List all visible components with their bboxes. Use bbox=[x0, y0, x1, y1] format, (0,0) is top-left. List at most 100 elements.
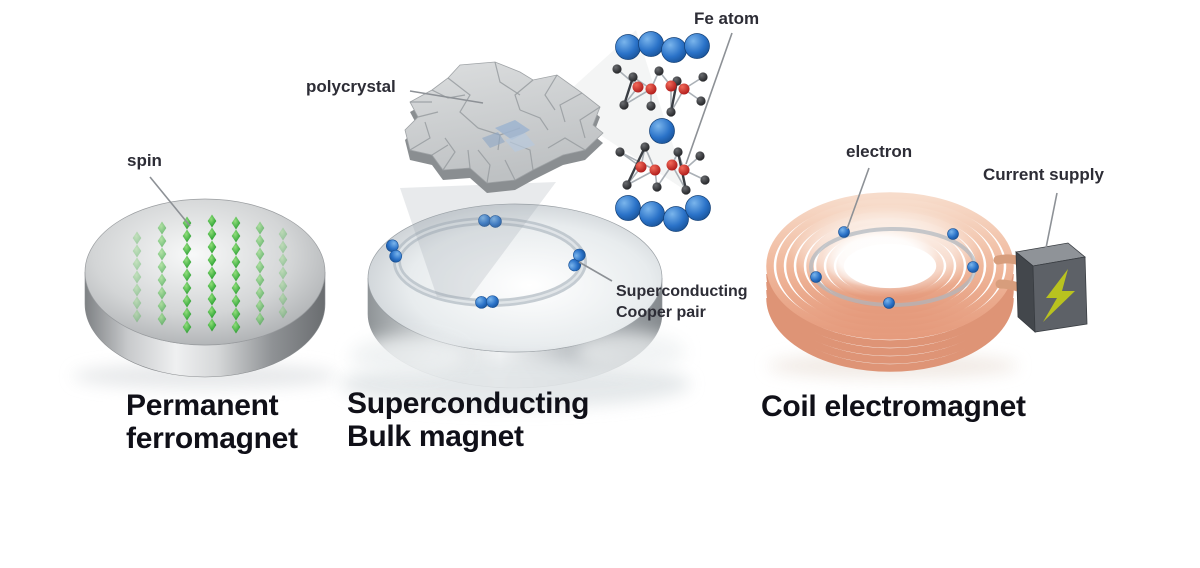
ba-atom bbox=[649, 118, 675, 144]
spin-arrow bbox=[255, 247, 265, 261]
spin-arrow bbox=[207, 214, 217, 228]
spin-arrow bbox=[132, 309, 142, 323]
lattice-atom bbox=[619, 100, 629, 110]
spin-arrow bbox=[255, 221, 265, 235]
spin-arrow bbox=[255, 299, 265, 313]
electron-label: electron bbox=[846, 142, 913, 161]
atom-bond bbox=[622, 76, 635, 106]
spin-arrow bbox=[157, 260, 167, 274]
spin-arrow bbox=[132, 296, 142, 310]
spin-arrow bbox=[278, 305, 288, 319]
grain-boundaries bbox=[409, 61, 601, 184]
spin-arrow bbox=[182, 320, 192, 334]
coil-stack-turn bbox=[766, 289, 1014, 364]
crystal-facet bbox=[495, 120, 530, 140]
permanent-caption-line1: Permanent bbox=[126, 389, 279, 422]
cooper-pair-label-line1: Superconducting bbox=[616, 283, 748, 300]
polycrystal-label: polycrystal bbox=[306, 77, 396, 96]
lattice-atom bbox=[612, 64, 622, 74]
lattice-atom bbox=[681, 185, 691, 195]
spin-arrow bbox=[157, 312, 167, 326]
coil-stack-turn bbox=[766, 273, 1014, 348]
electron-dot bbox=[810, 271, 822, 283]
spin-arrow bbox=[132, 257, 142, 271]
spin-arrow bbox=[231, 242, 241, 256]
spin-arrows bbox=[132, 214, 288, 334]
cooper-pairs bbox=[386, 214, 586, 309]
spin-arrow bbox=[132, 244, 142, 258]
lattice-atom bbox=[654, 66, 664, 76]
ba-atom bbox=[639, 201, 665, 227]
coil-stack-turn bbox=[766, 297, 1014, 372]
lightning-bolt-icon bbox=[1043, 269, 1075, 322]
spin-label: spin bbox=[127, 151, 162, 170]
spin-arrow bbox=[157, 299, 167, 313]
coil-winding-stack bbox=[766, 273, 1014, 372]
spin-arrow bbox=[231, 216, 241, 230]
fe-atom bbox=[678, 83, 690, 95]
grain-boundary-line bbox=[579, 106, 601, 139]
permanent-caption-line2: ferromagnet bbox=[126, 422, 298, 455]
spin-arrow bbox=[207, 227, 217, 241]
spin-arrow bbox=[278, 227, 288, 241]
electron-dot bbox=[883, 297, 895, 309]
spin-arrow bbox=[157, 221, 167, 235]
grain-boundary-line bbox=[417, 111, 439, 118]
spin-arrow bbox=[182, 242, 192, 256]
ba-atom bbox=[685, 195, 711, 221]
spin-arrow bbox=[255, 260, 265, 274]
fe-atom bbox=[645, 83, 657, 95]
lattice-atom bbox=[673, 147, 683, 157]
grain-boundary-line bbox=[447, 77, 479, 129]
spin-arrow bbox=[207, 266, 217, 280]
electron-dot bbox=[967, 261, 979, 273]
ba-atom bbox=[663, 206, 689, 232]
spin-arrow bbox=[278, 292, 288, 306]
polycrystal-slab bbox=[404, 61, 604, 193]
permanent-ferromagnet-caption: Permanent ferromagnet bbox=[126, 389, 298, 455]
spin-arrow bbox=[231, 320, 241, 334]
spin-arrow bbox=[207, 292, 217, 306]
spin-arrow bbox=[278, 266, 288, 280]
spin-arrow bbox=[207, 305, 217, 319]
grain-boundary-line bbox=[519, 109, 549, 131]
spin-arrow bbox=[207, 279, 217, 293]
lattice-atom bbox=[628, 72, 638, 82]
superconducting-bulk-magnet-caption: Superconducting Bulk magnet bbox=[347, 387, 589, 453]
crystal-lattice bbox=[612, 31, 711, 232]
lattice-atom bbox=[622, 180, 632, 190]
superconducting-caption-line2: Bulk magnet bbox=[347, 420, 524, 453]
current-supply-pointer-line bbox=[1045, 192, 1058, 249]
cooper-pair-label: Superconducting Cooper pair bbox=[616, 281, 748, 323]
lattice-atom bbox=[666, 107, 676, 117]
cooper-pair-pointer-line bbox=[578, 261, 613, 282]
spin-arrow bbox=[255, 286, 265, 300]
ba-atom bbox=[638, 31, 664, 57]
cooper-pair bbox=[475, 295, 499, 309]
spin-arrow bbox=[207, 253, 217, 267]
grain-boundary-line bbox=[442, 137, 456, 171]
fe-atom bbox=[666, 159, 678, 171]
spin-arrow bbox=[157, 234, 167, 248]
spin-arrow bbox=[182, 307, 192, 321]
lattice-atom bbox=[695, 151, 705, 161]
cooper-pair bbox=[478, 214, 502, 228]
spin-arrow bbox=[182, 255, 192, 269]
grain-boundary-line bbox=[514, 79, 534, 111]
spin-arrow bbox=[231, 255, 241, 269]
lattice-atom bbox=[652, 182, 662, 192]
current-supply-cube bbox=[1015, 242, 1088, 333]
spin-arrow bbox=[132, 231, 142, 245]
vapor-fog bbox=[350, 336, 466, 376]
cooper-pair bbox=[568, 248, 586, 272]
spin-arrow bbox=[182, 268, 192, 282]
grain-boundary-line bbox=[544, 74, 558, 111]
grain-boundary-line bbox=[504, 159, 516, 181]
electron-dot bbox=[838, 226, 850, 238]
spin-arrow bbox=[157, 273, 167, 287]
spin-arrow bbox=[278, 240, 288, 254]
lattice-atom bbox=[640, 142, 650, 152]
current-supply-label: Current supply bbox=[983, 165, 1104, 184]
grain-boundary-line bbox=[477, 149, 491, 184]
ba-atom bbox=[615, 34, 641, 60]
